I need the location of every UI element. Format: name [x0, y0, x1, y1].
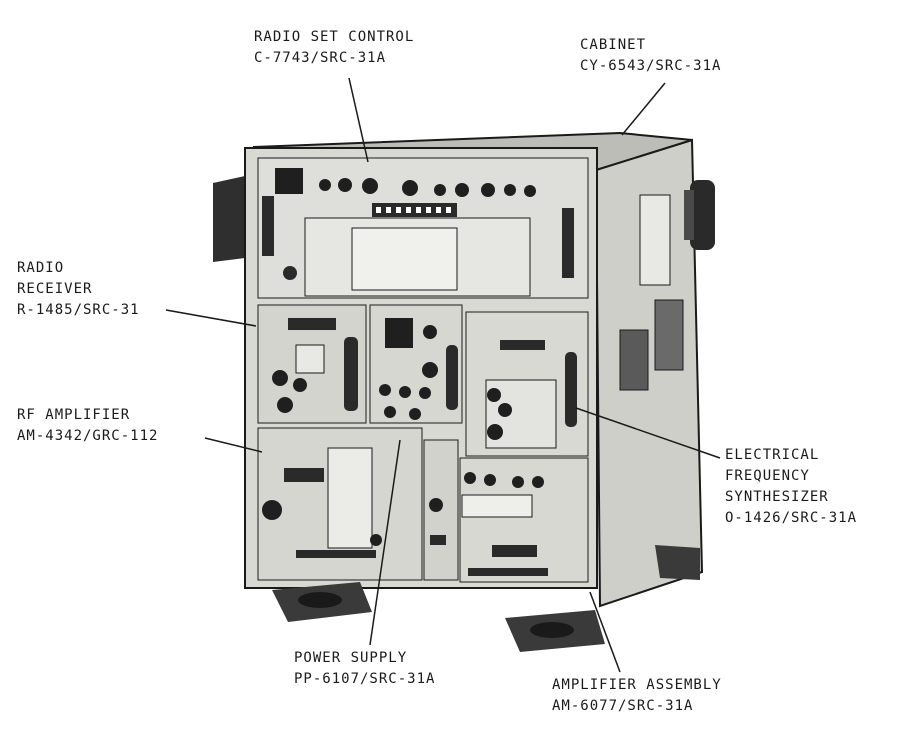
amplifier-assembly-module: [459, 457, 589, 583]
leader-lines: [165, 77, 721, 673]
callout-synthesizer-name-line3: SYNTHESIZER: [725, 489, 829, 505]
callout-amplifier-assembly: AMPLIFIER ASSEMBLY AM-6077/SRC-31A: [552, 675, 722, 717]
callout-power-supply: POWER SUPPLY PP-6107/SRC-31A: [294, 648, 435, 690]
callout-synthesizer-part: O-1426/SRC-31A: [725, 510, 858, 526]
callout-cabinet-part: CY-6543/SRC-31A: [580, 58, 722, 74]
power-supply-module: [423, 439, 459, 581]
rf-amplifier-module: [257, 427, 423, 581]
radio-set-control-panel: [257, 157, 589, 299]
callout-rf-amplifier-name: RF AMPLIFIER: [17, 407, 131, 423]
callout-cabinet: CABINET CY-6543/SRC-31A: [580, 35, 721, 77]
callout-cabinet-name: CABINET: [580, 37, 647, 53]
callout-radio-set-control-name: RADIO SET CONTROL: [254, 29, 415, 45]
shock-mounts: [272, 545, 700, 652]
center-module: [369, 304, 463, 424]
callout-radio-set-control-part: C-7743/SRC-31A: [254, 50, 387, 66]
callout-power-supply-part: PP-6107/SRC-31A: [294, 671, 436, 687]
callout-synthesizer: ELECTRICAL FREQUENCY SYNTHESIZER O-1426/…: [725, 445, 857, 529]
callout-power-supply-name: POWER SUPPLY: [294, 650, 408, 666]
synthesizer-module: [465, 311, 589, 457]
callout-synthesizer-name-line2: FREQUENCY: [725, 468, 810, 484]
left-bracket: [213, 176, 245, 262]
callout-rf-amplifier: RF AMPLIFIER AM-4342/GRC-112: [17, 405, 158, 447]
radio-receiver-module: [257, 304, 367, 424]
side-handle: [684, 180, 715, 250]
cabinet-side: [594, 138, 704, 608]
callout-amplifier-assembly-part: AM-6077/SRC-31A: [552, 698, 694, 714]
callout-radio-receiver-part: R-1485/SRC-31: [17, 302, 140, 318]
callout-rf-amplifier-part: AM-4342/GRC-112: [17, 428, 159, 444]
callout-synthesizer-name-line1: ELECTRICAL: [725, 447, 820, 463]
callout-radio-receiver: RADIO RECEIVER R-1485/SRC-31: [17, 258, 140, 321]
callout-amplifier-assembly-name: AMPLIFIER ASSEMBLY: [552, 677, 722, 693]
callout-radio-receiver-name-line2: RECEIVER: [17, 281, 93, 297]
callout-radio-set-control: RADIO SET CONTROL C-7743/SRC-31A: [254, 27, 414, 69]
callout-radio-receiver-name-line1: RADIO: [17, 260, 65, 276]
